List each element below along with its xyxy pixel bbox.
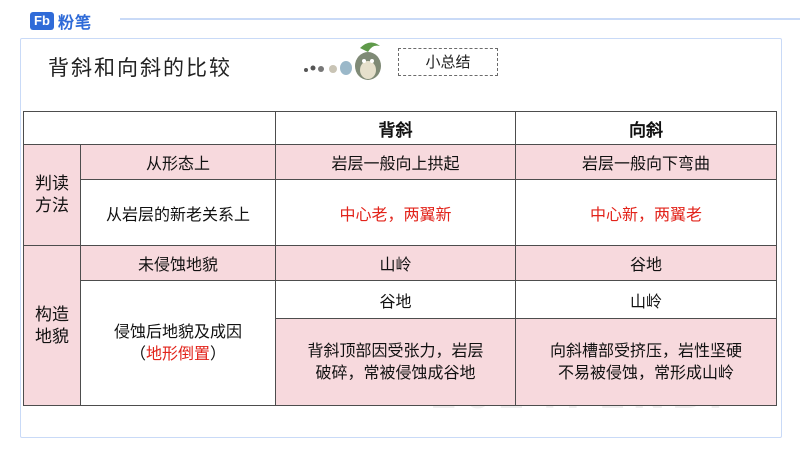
row-label-eroded: 侵蚀后地貌及成因 （地形倒置） — [80, 280, 276, 406]
category-judgement-method: 判读 方法 — [23, 144, 81, 246]
cell-syncline-shape: 岩层一般向下弯曲 — [515, 144, 777, 180]
reason-line: 不易被侵蚀，常形成山岭 — [557, 363, 734, 382]
reason-line: 破碎，常被侵蚀成谷地 — [315, 363, 476, 382]
brand-name: 粉笔 — [58, 13, 93, 32]
category-line: 构造 — [35, 304, 69, 325]
header-divider — [120, 18, 800, 20]
category-structure-landform: 构造 地貌 — [23, 245, 81, 406]
content-frame — [20, 38, 782, 438]
comparison-table: 背斜 向斜 判读 方法 从形态上 岩层一般向上拱起 岩层一般向下弯曲 从岩层的新… — [23, 111, 777, 406]
cell-anticline-age: 中心老，两翼新 — [275, 179, 516, 246]
terrain-inversion-label: 地形倒置 — [145, 344, 210, 363]
brand-mark: Fb — [30, 12, 54, 30]
paren-close: ） — [210, 344, 227, 363]
row-label-eroded-main: 侵蚀后地貌及成因 — [113, 322, 242, 341]
category-line: 地貌 — [35, 326, 69, 347]
page-title: 背斜和向斜的比较 — [48, 56, 232, 80]
reason-line: 向斜槽部受挤压，岩性坚硬 — [549, 341, 742, 360]
cell-anticline-shape: 岩层一般向上拱起 — [275, 144, 516, 180]
cell-anticline-eroded: 谷地 — [275, 280, 516, 319]
row-label-uneroded: 未侵蚀地貌 — [80, 245, 276, 281]
mascot-illustration — [304, 42, 381, 80]
cell-syncline-uneroded: 谷地 — [515, 245, 777, 281]
brand-logo: Fb 粉笔 — [30, 9, 92, 33]
category-line: 方法 — [35, 196, 69, 216]
row-label-age: 从岩层的新老关系上 — [80, 179, 276, 246]
reason-line: 背斜顶部因受张力，岩层 — [307, 341, 484, 360]
category-line: 判读 — [35, 174, 69, 194]
summary-tag: 小总结 — [398, 48, 498, 76]
cell-syncline-eroded: 山岭 — [515, 280, 777, 319]
cell-anticline-reason: 背斜顶部因受张力，岩层 破碎，常被侵蚀成谷地 — [275, 318, 516, 406]
top-bar: Fb 粉笔 — [0, 0, 800, 32]
cell-anticline-uneroded: 山岭 — [275, 245, 516, 281]
cell-syncline-age: 中心新，两翼老 — [515, 179, 777, 246]
header-syncline: 向斜 — [515, 111, 777, 145]
cell-syncline-reason: 向斜槽部受挤压，岩性坚硬 不易被侵蚀，常形成山岭 — [515, 318, 777, 406]
header-anticline: 背斜 — [275, 111, 516, 145]
header-empty-cell — [23, 111, 276, 145]
paren-open: （ — [129, 344, 146, 363]
row-label-shape: 从形态上 — [80, 144, 276, 180]
